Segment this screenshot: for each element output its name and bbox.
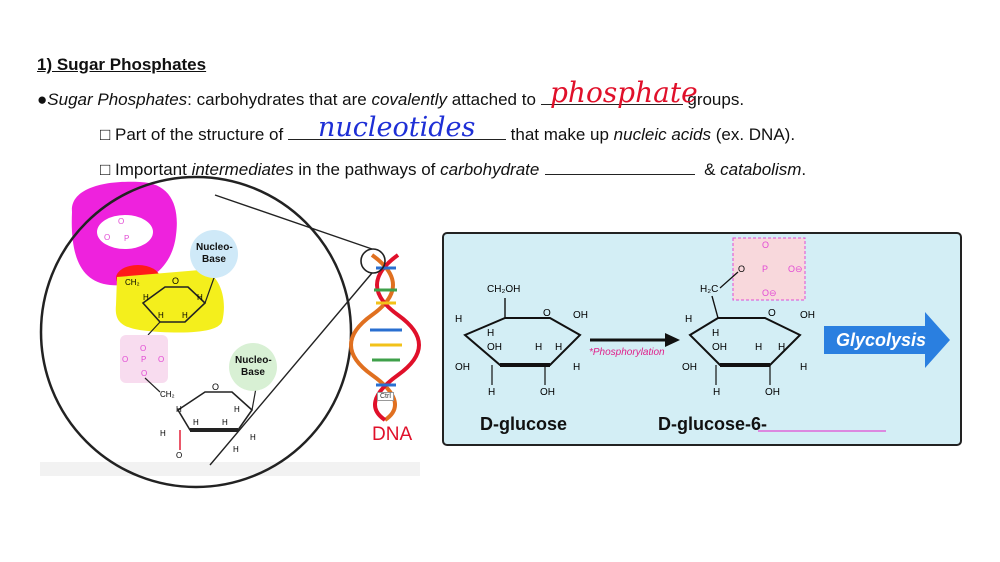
bullet-intermediates: □ Important intermediates in the pathway… bbox=[100, 160, 807, 179]
d-glucose-6-label: D-glucose-6- bbox=[658, 414, 768, 434]
svg-text:CH₂: CH₂ bbox=[160, 390, 175, 399]
svg-text:H: H bbox=[222, 418, 228, 427]
d-glucose-label: D-glucose bbox=[480, 414, 568, 434]
svg-text:O: O bbox=[118, 217, 124, 226]
zoom-source-circle bbox=[360, 248, 386, 274]
nucleobase-top bbox=[190, 230, 238, 278]
svg-text:OH: OH bbox=[455, 362, 470, 373]
yellow-highlight bbox=[115, 270, 224, 333]
svg-text:H: H bbox=[685, 314, 692, 325]
svg-text:O: O bbox=[738, 264, 745, 274]
svg-text:H: H bbox=[176, 405, 182, 414]
nucleobase-top-label: Nucleo- Base bbox=[196, 242, 233, 265]
svg-text:H: H bbox=[193, 418, 199, 427]
svg-text:H: H bbox=[160, 429, 166, 438]
svg-text:H: H bbox=[488, 387, 495, 398]
bullet-marker: ● bbox=[37, 90, 48, 109]
svg-text:H: H bbox=[197, 293, 203, 302]
svg-text:H: H bbox=[143, 293, 149, 302]
svg-text:H: H bbox=[712, 328, 719, 339]
fill-blank-3 bbox=[545, 160, 696, 175]
section-heading: 1) Sugar Phosphates bbox=[37, 55, 207, 74]
svg-text:H: H bbox=[455, 314, 462, 325]
svg-text:P: P bbox=[124, 234, 129, 243]
dna-helix-icon bbox=[349, 253, 421, 422]
svg-text:OH: OH bbox=[712, 342, 727, 353]
svg-text:OH: OH bbox=[765, 387, 780, 398]
fill-blank-2 bbox=[287, 125, 506, 140]
faded-strip bbox=[40, 462, 420, 476]
svg-text:P: P bbox=[141, 355, 146, 364]
svg-text:O: O bbox=[176, 451, 182, 460]
svg-text:O⊖: O⊖ bbox=[788, 264, 803, 274]
term-sugar-phosphates: Sugar Phosphates bbox=[47, 90, 188, 109]
nucleobase-bottom-label: Nucleo- Base bbox=[235, 355, 272, 378]
svg-text:H: H bbox=[573, 362, 580, 373]
svg-text:O: O bbox=[104, 233, 110, 242]
handwritten-phosphate: phosphate bbox=[550, 76, 698, 109]
svg-text:H: H bbox=[555, 342, 562, 353]
svg-text:H: H bbox=[487, 328, 494, 339]
glycolysis-arrow bbox=[824, 312, 950, 368]
zoom-circle bbox=[39, 175, 353, 489]
svg-text:O⊖: O⊖ bbox=[762, 288, 777, 298]
svg-text:H: H bbox=[234, 405, 240, 414]
svg-text:OH: OH bbox=[487, 342, 502, 353]
svg-text:H: H bbox=[778, 342, 785, 353]
bullet-nucleotides: □ Part of the structure of that make up … bbox=[100, 125, 796, 144]
svg-text:H: H bbox=[158, 311, 164, 320]
svg-text:O: O bbox=[768, 308, 776, 319]
fill-blank-1 bbox=[540, 90, 683, 105]
svg-text:H₂C: H₂C bbox=[700, 284, 718, 295]
svg-text:O: O bbox=[158, 355, 164, 364]
dna-label: DNA bbox=[372, 424, 413, 445]
svg-text:H: H bbox=[233, 445, 239, 454]
phosphate-group-box bbox=[732, 237, 806, 301]
svg-text:O: O bbox=[543, 308, 551, 319]
svg-text:H: H bbox=[755, 342, 762, 353]
svg-text:OH: OH bbox=[682, 362, 697, 373]
svg-text:O: O bbox=[762, 240, 769, 250]
glycolysis-label: Glycolysis bbox=[836, 330, 927, 350]
svg-text:H: H bbox=[800, 362, 807, 373]
phosphorylation-label: *Phosphorylation bbox=[589, 347, 665, 358]
phosphate-box bbox=[120, 335, 168, 383]
svg-text:OH: OH bbox=[800, 310, 815, 321]
svg-text:H: H bbox=[250, 433, 256, 442]
svg-text:CH₂: CH₂ bbox=[125, 278, 140, 287]
ctrl-badge[interactable]: Ctrl bbox=[377, 392, 394, 401]
svg-text:O: O bbox=[212, 382, 219, 392]
svg-text:H: H bbox=[535, 342, 542, 353]
handwritten-nucleotides: nucleotides bbox=[318, 112, 476, 143]
nucleobase-bottom bbox=[229, 343, 277, 391]
svg-text:O: O bbox=[172, 276, 179, 286]
svg-text:H: H bbox=[713, 387, 720, 398]
svg-text:O: O bbox=[122, 355, 128, 364]
svg-text:O: O bbox=[140, 344, 146, 353]
svg-text:CH₂OH: CH₂OH bbox=[487, 284, 520, 295]
svg-text:O: O bbox=[141, 369, 147, 378]
svg-text:H: H bbox=[182, 311, 188, 320]
bullet-sugar-phosphates: ●Sugar Phosphates: carbohydrates that ar… bbox=[37, 90, 745, 109]
svg-text:P: P bbox=[762, 264, 768, 274]
svg-text:OH: OH bbox=[573, 310, 588, 321]
svg-text:OH: OH bbox=[540, 387, 555, 398]
